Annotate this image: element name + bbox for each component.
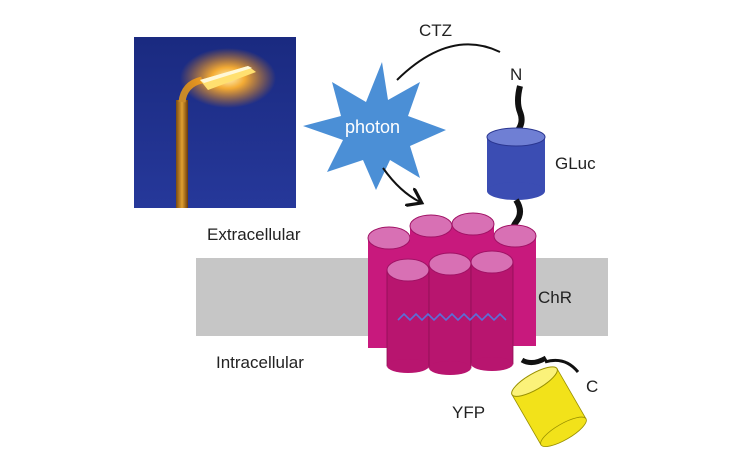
intracellular-label: Intracellular — [216, 353, 304, 372]
yfp-label: YFP — [452, 403, 485, 422]
starburst-icon — [303, 62, 446, 190]
ctz-arrow — [396, 43, 501, 81]
chr-channel — [367, 212, 537, 375]
street-lamp-at-night-photo — [134, 37, 296, 208]
photon-arrow — [382, 167, 420, 202]
retinal-chromophore — [397, 312, 507, 322]
gluc-label: GLuc — [555, 154, 596, 173]
c-terminus-tail — [520, 355, 548, 366]
extracellular-label: Extracellular — [207, 225, 301, 244]
ctz-label: CTZ — [419, 21, 452, 40]
chr-label: ChR — [538, 288, 572, 307]
n-terminus-label: N — [510, 65, 522, 84]
c-terminus-label: C — [586, 377, 598, 396]
n-terminus-tail — [515, 85, 525, 132]
gluc-cylinder — [486, 127, 546, 200]
c-terminus-end — [544, 358, 580, 373]
photon-label: photon — [345, 117, 400, 137]
yfp-cylinder — [511, 366, 587, 447]
